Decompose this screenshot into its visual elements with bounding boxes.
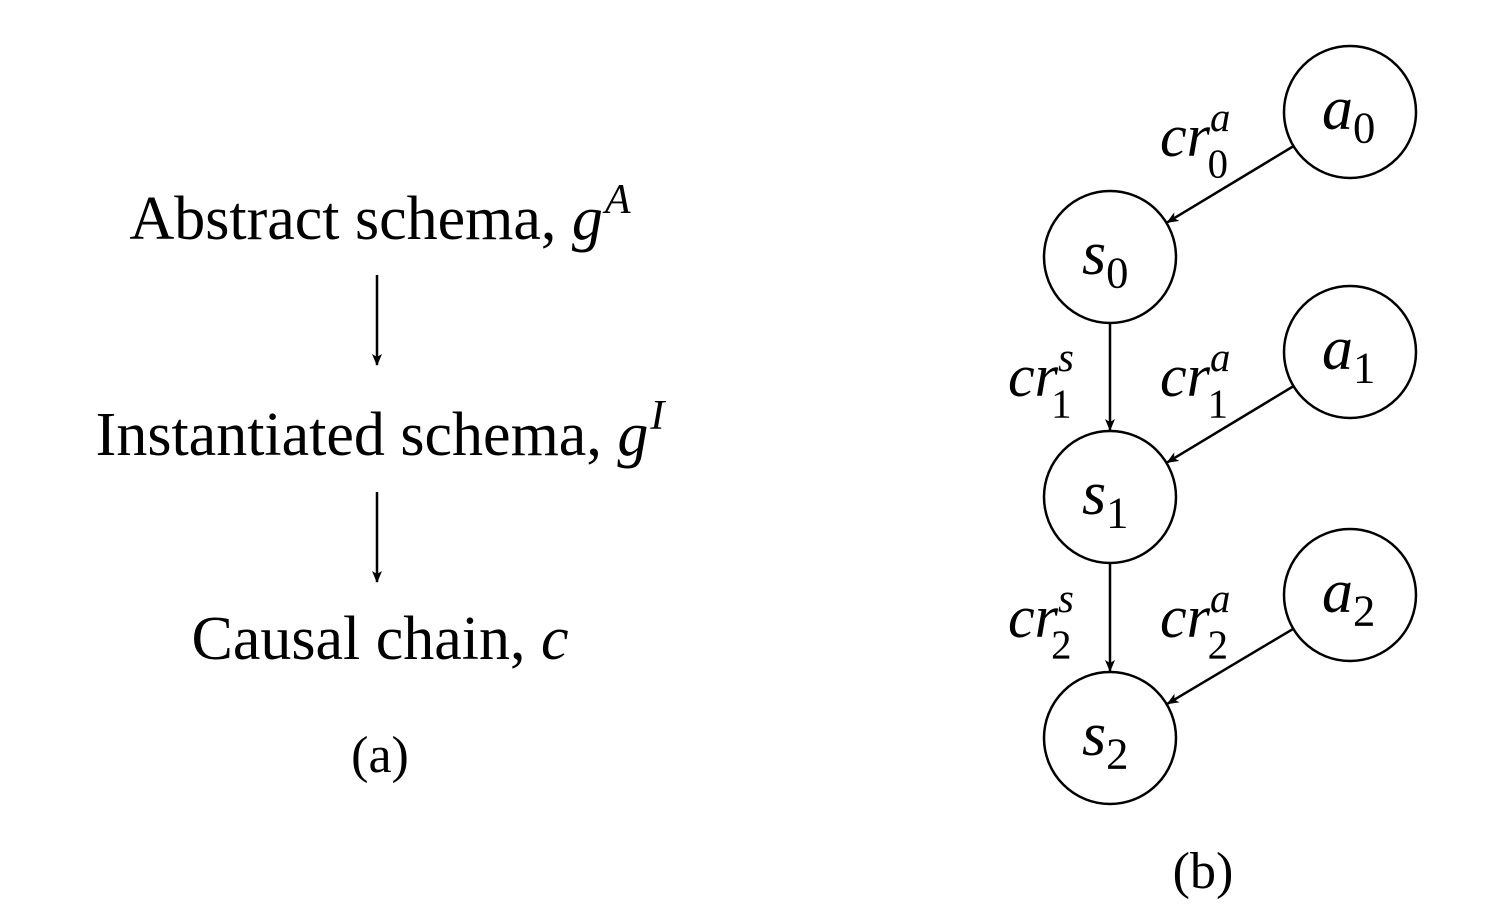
- node-label-s0: s0: [1082, 220, 1128, 298]
- node-label-a2: a2: [1322, 558, 1375, 636]
- node-a2: a2: [1282, 527, 1418, 663]
- caption-b: (b): [1173, 843, 1234, 900]
- node-circle-a0: [1282, 44, 1418, 180]
- instantiated-schema-text: Instantiated schema,: [95, 401, 618, 469]
- causal-chain-text: Causal chain,: [191, 605, 541, 673]
- node-circle-s1: [1042, 429, 1178, 565]
- node-s2: s2: [1042, 670, 1178, 806]
- node-label-s2: s2: [1082, 701, 1128, 779]
- abstract-schema-text: Abstract schema,: [129, 185, 572, 253]
- node-circle-s2: [1042, 670, 1178, 806]
- panel-a: Abstract schema, gA Instantiated schema,…: [0, 179, 760, 784]
- causal-chain-symbol: c: [540, 605, 569, 673]
- abstract-schema-symbol: g: [571, 185, 603, 253]
- caption-a: (a): [351, 727, 409, 784]
- node-a1: a1: [1282, 284, 1418, 420]
- node-label-a0: a0: [1322, 75, 1375, 153]
- node-label-s1: s1: [1082, 460, 1128, 538]
- node-circle-s0: [1042, 189, 1178, 325]
- instantiated-schema-symbol: g: [617, 401, 649, 469]
- node-a0: a0: [1282, 44, 1418, 180]
- edge-a0-s0: [1166, 145, 1295, 224]
- node-circle-a2: [1282, 527, 1418, 663]
- node-s1: s1: [1042, 429, 1178, 565]
- nodes-layer: a0 s0 a1 s1 a2 s2: [1042, 44, 1418, 806]
- abstract-schema-label: Abstract schema, gA: [0, 179, 760, 253]
- node-label-a1: a1: [1322, 315, 1375, 393]
- causal-chain-label: Causal chain, c: [0, 608, 760, 670]
- node-s0: s0: [1042, 189, 1178, 325]
- node-circle-a1: [1282, 284, 1418, 420]
- instantiated-schema-label: Instantiated schema, gI: [0, 395, 760, 469]
- instantiated-schema-superscript: I: [650, 393, 665, 439]
- abstract-schema-superscript: A: [604, 177, 631, 223]
- edge-a1-s1: [1166, 385, 1295, 464]
- edge-a2-s2: [1166, 627, 1294, 705]
